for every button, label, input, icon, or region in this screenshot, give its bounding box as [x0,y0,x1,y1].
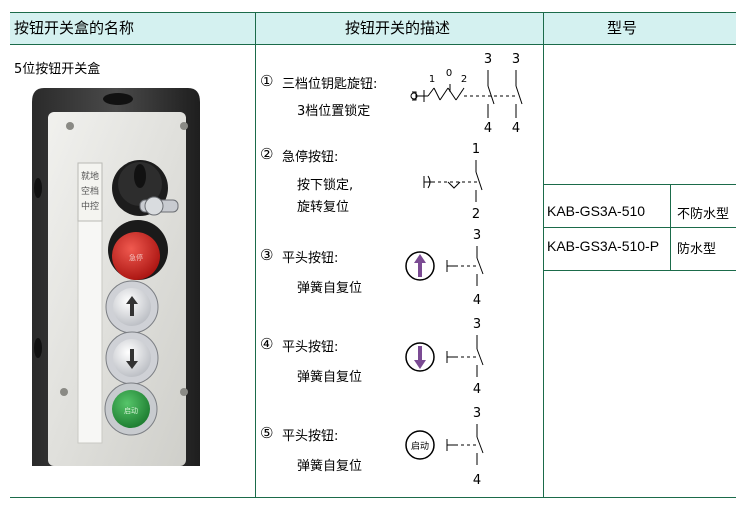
d1-bot-b: 4 [512,121,520,136]
d2-top: 1 [472,142,480,157]
item-4-title: 平头按钮: [282,340,339,355]
d5-top: 3 [473,406,481,421]
diagram-flat-button-start: 3 启动 4 [405,406,484,488]
model-1-type: 不防水型 [677,207,730,222]
column-divider-2 [543,12,544,498]
box-name: 5位按钮开关盒 [14,62,101,77]
item-3-title: 平头按钮: [282,251,339,266]
start-icon-text: 启动 [411,440,429,452]
d3-bot: 4 [473,293,481,308]
model-table-col-divider [670,184,671,270]
header-description: 按钮开关的描述 [345,19,451,37]
item-4-sub: 弹簧自复位 [297,370,363,385]
header-name: 按钮开关盒的名称 [14,19,135,37]
diagram-emergency-stop: 1 2 [423,142,483,222]
d3-top: 3 [473,228,481,243]
model-2-type: 防水型 [677,242,717,257]
item-2-number: ② [260,145,274,163]
item-2-sub2: 旋转复位 [297,200,350,215]
item-2-title: 急停按钮: [282,150,339,165]
d2-bot: 2 [472,207,480,222]
d1-bot-a: 4 [484,121,492,136]
model-1-code: KAB-GS3A-510 [547,203,646,219]
item-5-sub: 弹簧自复位 [297,459,363,474]
d4-bot: 4 [473,382,481,397]
header-model: 型号 [607,19,638,37]
model-2-code: KAB-GS3A-510-P [547,238,660,254]
table-header-row [10,12,736,45]
d4-top: 3 [473,317,481,332]
item-5-title: 平头按钮: [282,429,339,444]
model-table-mid-rule [544,227,736,228]
d1-top-a: 3 [484,52,492,67]
model-table-bottom-rule [544,270,736,271]
d1-top-b: 3 [512,52,520,67]
d1-pos-1: 1 [429,74,435,85]
item-1-title: 三档位钥匙旋钮: [282,77,378,92]
box-label-2: 空档 [81,185,99,197]
item-1-sub: 3档位置锁定 [297,104,371,119]
button-box-photo: 就地 空档 中控 急停 启动 [32,88,200,466]
item-2-sub1: 按下锁定, [297,178,354,193]
estop-label: 急停 [129,253,143,262]
item-4-number: ④ [260,335,274,353]
item-1-number: ① [260,72,274,90]
svg-text:启动: 启动 [124,406,138,415]
column-divider-1 [255,12,256,498]
diagram-flat-button-up: 3 4 [405,228,484,308]
d5-bot: 4 [473,473,481,488]
d1-pos-0: 0 [446,68,452,79]
box-label-1: 就地 [81,170,99,182]
item-3-number: ③ [260,246,274,264]
d1-pos-2: 2 [461,74,467,85]
box-label-3: 中控 [81,200,99,212]
item-3-sub: 弹簧自复位 [297,281,363,296]
diagram-key-switch: 3 3 1 0 2 4 4 [410,52,523,136]
table-bottom-rule [10,497,736,498]
item-5-number: ⑤ [260,424,274,442]
model-table-top-rule [544,184,736,185]
diagram-flat-button-down: 3 4 [405,317,484,397]
